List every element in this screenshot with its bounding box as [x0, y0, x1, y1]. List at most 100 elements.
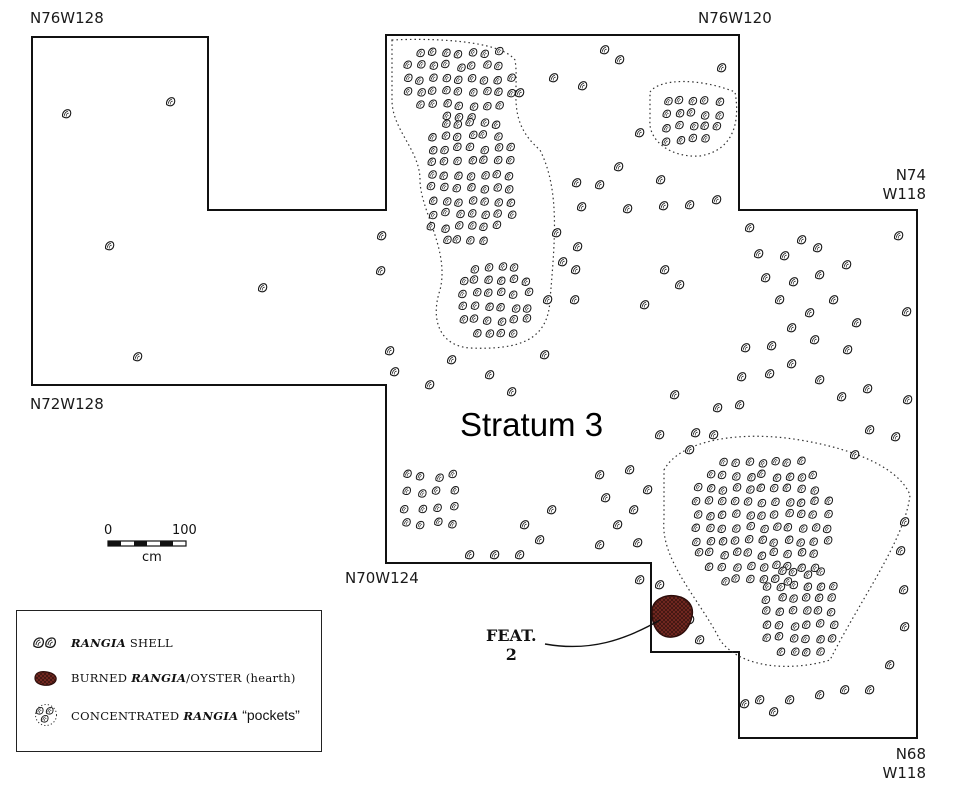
rangia-shell-icon: [774, 295, 785, 305]
rangia-shell-icon: [811, 523, 821, 532]
rangia-shell-icon: [717, 524, 727, 534]
rangia-shell-icon: [453, 87, 463, 96]
rangia-shell-icon: [416, 48, 425, 58]
rangia-shell-icon: [454, 112, 464, 122]
rangia-shell-icon: [442, 73, 452, 83]
rangia-shell-icon: [521, 277, 531, 286]
rangia-shell-icon: [572, 242, 583, 252]
rangia-shell-icon: [699, 96, 709, 105]
rangia-shell-icon: [788, 277, 799, 287]
rangia-shell-icon: [827, 634, 837, 643]
rangia-shell-icon: [756, 483, 766, 492]
rangia-shell-icon: [747, 473, 756, 482]
rangia-shell-icon: [754, 695, 765, 705]
rangia-shell-icon: [534, 535, 545, 545]
rangia-shell-icon: [790, 622, 800, 631]
rangia-shell-icon: [450, 501, 459, 511]
rangia-shell-icon: [744, 223, 755, 233]
rangia-shell-icon: [431, 486, 441, 495]
rangia-shell-icon: [493, 183, 503, 192]
rangia-shell-icon: [424, 380, 435, 390]
scale-max-label: 100: [172, 523, 197, 538]
rangia-shell-icon: [417, 88, 426, 97]
rangia-shell-icon: [443, 235, 452, 245]
rangia-shell-icon: [706, 484, 716, 493]
rangia-shell-icon: [768, 707, 779, 717]
rangia-shell-icon: [762, 620, 772, 629]
rangia-shell-icon: [440, 182, 449, 192]
rangia-shell-icon: [747, 561, 756, 571]
rangia-shell-icon: [771, 456, 780, 466]
rangia-shell-icon: [718, 537, 728, 546]
rangia-shell-icon: [442, 48, 451, 57]
rangia-shell-icon: [898, 585, 909, 595]
rangia-shell-icon: [784, 535, 794, 544]
rangia-shell-icon: [691, 523, 701, 532]
rangia-shell-icon: [454, 198, 463, 207]
rangia-shell-icon: [801, 634, 810, 644]
rangia-shell-icon: [460, 276, 469, 286]
rangia-shell-icon: [809, 549, 818, 558]
rangia-shell-icon: [492, 220, 502, 230]
rangia-shell-icon: [769, 483, 779, 493]
rangia-shell-icon: [658, 201, 669, 211]
rangia-shell-icon: [570, 265, 581, 275]
rangia-shell-icon: [797, 548, 807, 557]
rangia-shell-icon: [808, 510, 817, 519]
rangia-shell-icon: [492, 169, 502, 179]
rangia-shell-icon: [808, 470, 818, 480]
rangia-shell-icon: [708, 430, 719, 440]
rangia-shell-icon: [493, 76, 502, 85]
rangia-shell-icon: [816, 635, 825, 644]
rangia-shell-icon: [799, 524, 808, 533]
rangia-shell-icon: [418, 489, 427, 498]
rangia-shell-icon: [506, 387, 517, 397]
rangia-shell-icon: [441, 131, 451, 140]
rangia-shell-icon: [739, 699, 750, 709]
rangia-shell-icon: [797, 456, 806, 465]
rangia-shell-icon: [415, 520, 425, 530]
rangia-shell-icon: [732, 483, 742, 492]
rangia-shell-icon: [762, 633, 771, 642]
rangia-shell-icon: [483, 101, 492, 111]
rangia-shell-icon: [456, 209, 465, 219]
rangia-shell-icon: [634, 128, 645, 138]
rangia-shell-icon: [812, 243, 823, 253]
rangia-shell-icon: [481, 171, 490, 180]
corner-label-e-upper-n: N74: [895, 166, 926, 184]
rangia-shell-icon: [514, 550, 525, 560]
rangia-shell-icon: [435, 473, 444, 482]
rangia-shell-icon: [508, 329, 518, 338]
rangia-shell-icon: [814, 270, 825, 280]
pocket-outline: [663, 435, 911, 667]
rangia-shell-icon: [642, 485, 653, 495]
corner-label-w-lower: N72W128: [30, 395, 104, 413]
rangia-shell-icon: [686, 108, 696, 117]
rangia-shell-icon: [809, 335, 820, 345]
rangia-shell-icon: [862, 384, 873, 394]
rangia-shell-icon: [429, 61, 439, 70]
rangia-shell-icon: [778, 566, 787, 575]
rangia-shell-icon: [594, 470, 605, 480]
rangia-shell-icon: [717, 562, 727, 572]
rangia-shell-icon: [785, 472, 795, 481]
rangia-shell-icon: [757, 551, 767, 560]
rangia-shell-icon: [791, 647, 800, 656]
rangia-shell-icon: [443, 99, 452, 108]
rangia-shell-icon: [493, 209, 502, 218]
rangia-shell-icon: [466, 236, 475, 245]
rangia-shell-icon: [415, 76, 424, 85]
rangia-shell-icon: [802, 620, 811, 629]
rangia-shell-icon: [762, 606, 771, 615]
rangia-shell-icon: [782, 458, 791, 467]
rangia-shell-icon: [485, 329, 495, 338]
rangia-shell-icon: [788, 567, 798, 577]
rangia-shell-icon: [634, 575, 645, 585]
rangia-shell-icon: [557, 257, 568, 267]
rangia-shell-icon: [448, 520, 457, 529]
rangia-shell-icon: [468, 196, 478, 205]
rangia-shell-icon: [720, 551, 729, 560]
rangia-shell-icon: [718, 496, 727, 506]
rangia-shell-icon: [434, 517, 443, 526]
rangia-shell-icon: [506, 198, 516, 207]
